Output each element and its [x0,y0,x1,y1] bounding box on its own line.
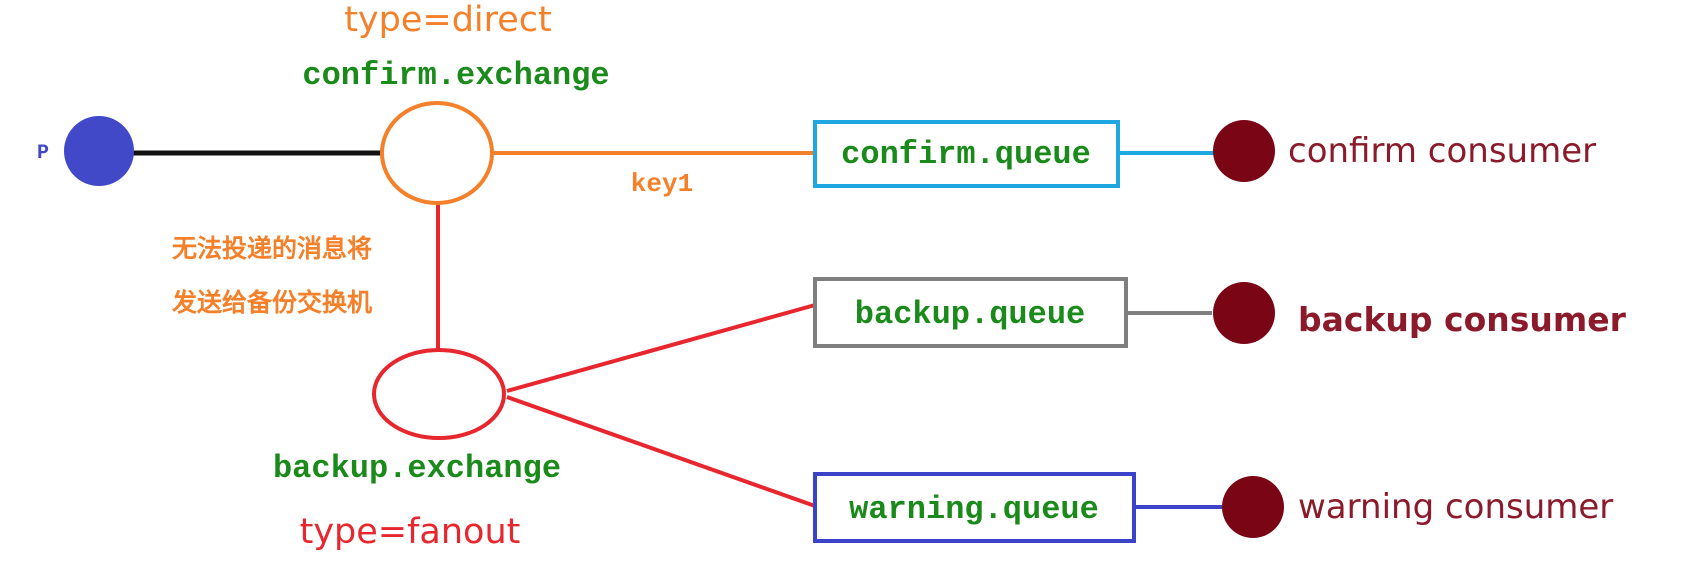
producer-label: P [37,142,49,165]
backup-queue-label: backup.queue [855,296,1085,333]
confirm-exchange-type: type=direct [344,0,552,40]
warning-queue-label: warning.queue [849,491,1099,528]
producer-node [64,116,134,186]
backup-exchange-name: backup.exchange [273,450,561,487]
warning-consumer-node [1222,476,1284,538]
confirm-exchange-name: confirm.exchange [302,57,609,94]
backup-exchange-node [372,348,506,440]
confirm-queue-label: confirm.queue [841,136,1091,173]
backup-exchange-type: type=fanout [300,512,521,552]
warning-queue-box [813,472,1136,543]
warning-consumer-label: warning consumer [1298,487,1613,527]
backup-consumer-node [1213,282,1275,344]
confirm-queue-box [813,120,1120,188]
backup-consumer-label: backup consumer [1298,300,1627,339]
backup-note-line2: 发送给备份交换机 [171,288,372,317]
backup-exchange-to-backup-queue-line [506,303,816,393]
confirm-consumer-node [1213,120,1275,182]
confirm-exchange-node [380,101,494,205]
backup-exchange-to-warning-queue-line [506,395,816,508]
backup-note-line1: 无法投递的消息将 [172,234,372,263]
confirm-consumer-label: confirm consumer [1288,131,1596,171]
backup-queue-box [813,277,1128,348]
routing-key-label: key1 [631,169,693,199]
